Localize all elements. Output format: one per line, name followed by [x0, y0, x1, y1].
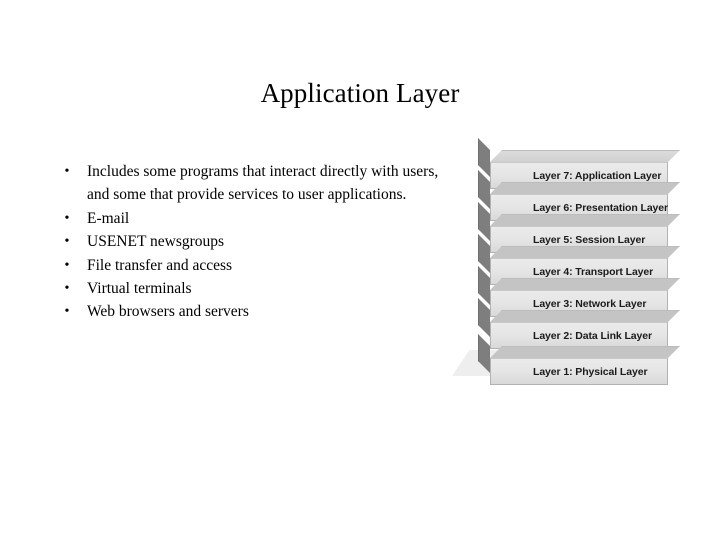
- slab-top-face: [490, 278, 680, 290]
- slab-side-face: [478, 334, 490, 373]
- osi-layer-5: Layer 5: Session Layer: [478, 202, 680, 253]
- bullet-list: • Includes some programs that interact d…: [55, 160, 445, 324]
- slab-top-face: [490, 150, 680, 162]
- list-item: • Virtual terminals: [55, 277, 445, 300]
- bullet-icon: •: [64, 210, 70, 226]
- bullet-icon: •: [64, 164, 70, 179]
- osi-layer-label: Layer 2: Data Link Layer: [533, 329, 652, 342]
- list-item: • E-mail: [55, 207, 445, 230]
- osi-layer-label: Layer 1: Physical Layer: [533, 365, 648, 378]
- osi-layer-1: Layer 1: Physical Layer: [478, 334, 680, 385]
- osi-layer-label: Layer 6: Presentation Layer: [533, 201, 669, 214]
- osi-layer-2: Layer 2: Data Link Layer: [478, 298, 680, 349]
- slab-top-face: [490, 346, 680, 358]
- osi-layer-3: Layer 3: Network Layer: [478, 266, 680, 317]
- list-item-text: Virtual terminals: [87, 280, 192, 298]
- osi-layer-7: Layer 7: Application Layer: [478, 138, 680, 189]
- osi-layer-label: Layer 4: Transport Layer: [533, 265, 654, 278]
- list-item: • Includes some programs that interact d…: [55, 160, 445, 207]
- bullet-icon: •: [64, 257, 70, 273]
- list-item-text: Includes some programs that interact dir…: [87, 163, 439, 204]
- list-item-text: File transfer and access: [87, 256, 233, 274]
- list-item-text: E-mail: [87, 209, 130, 227]
- bullet-icon: •: [64, 234, 70, 250]
- osi-layer-6: Layer 6: Presentation Layer: [478, 170, 680, 221]
- slab-front-face: Layer 2: Data Link Layer: [490, 322, 668, 349]
- list-item: • USENET newsgroups: [55, 230, 445, 253]
- bullet-icon: •: [64, 304, 70, 320]
- slab-top-face: [490, 182, 680, 194]
- slab-top-face: [490, 310, 680, 322]
- osi-layer-stack-diagram: Layer 7: Application Layer Layer 6: Pres…: [452, 138, 680, 400]
- page-title: Application Layer: [260, 78, 460, 108]
- slab-top-face: [490, 214, 680, 226]
- slab-top-face: [490, 246, 680, 258]
- bullet-icon: •: [64, 281, 70, 297]
- osi-layer-label: Layer 5: Session Layer: [533, 233, 646, 246]
- list-item: • Web browsers and servers: [55, 300, 445, 323]
- osi-layer-4: Layer 4: Transport Layer: [478, 234, 680, 285]
- slab-front-face: Layer 1: Physical Layer: [490, 358, 668, 385]
- list-item-text: Web browsers and servers: [87, 303, 249, 321]
- list-item-text: USENET newsgroups: [87, 233, 225, 251]
- list-item: • File transfer and access: [55, 254, 445, 277]
- osi-layer-label: Layer 7: Application Layer: [533, 169, 662, 182]
- osi-layer-label: Layer 3: Network Layer: [533, 297, 647, 310]
